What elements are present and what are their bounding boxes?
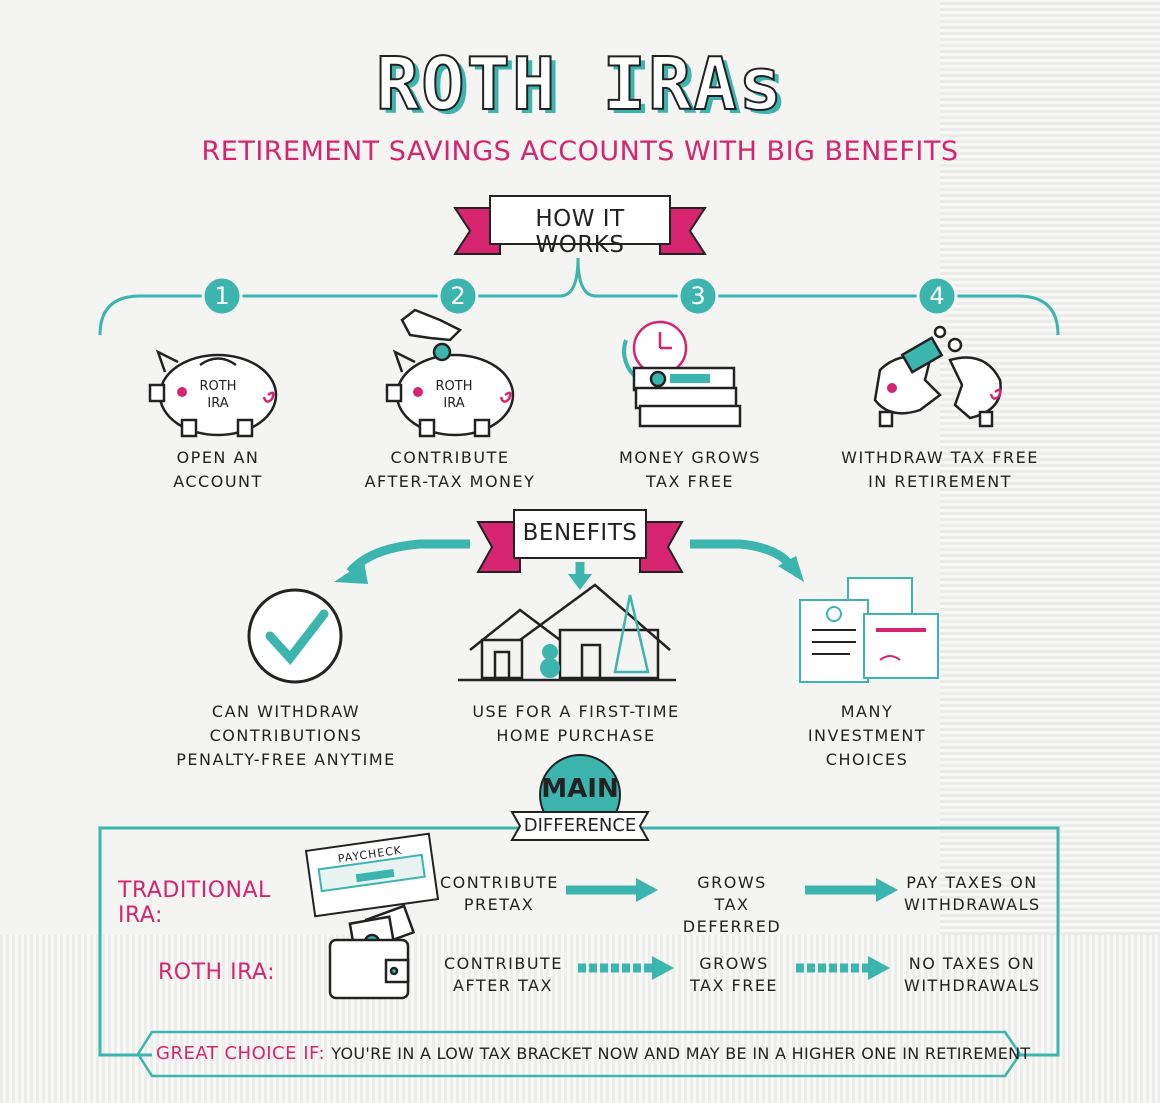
house-icon	[458, 583, 676, 682]
benefit-caption-3: MANY INVESTMENT CHOICES	[780, 700, 954, 772]
step-caption-4: WITHDRAW TAX FREE IN RETIREMENT	[840, 446, 1040, 494]
piggy-2-line1: ROTH	[435, 379, 473, 394]
step-3-line2: TAX FREE	[645, 472, 735, 491]
benefit-arrows	[334, 539, 804, 590]
benefit-3-line1: MANY INVESTMENT	[807, 702, 927, 745]
benefit-2-line2: HOME PURCHASE	[496, 726, 656, 745]
benefits-label: BENEFITS	[522, 520, 638, 546]
roth-step-3: NO TAXES ON WITHDRAWALS	[904, 953, 1040, 997]
step-caption-3: MONEY GROWS TAX FREE	[600, 446, 780, 494]
row-arrows	[566, 878, 898, 980]
traditional-ira-label: TRADITIONAL IRA:	[118, 878, 271, 928]
traditional-step-3-a: PAY TAXES ON	[906, 873, 1038, 892]
roth-step-1: CONTRIBUTE AFTER TAX	[444, 953, 562, 997]
roth-step-2-b: TAX FREE	[689, 976, 779, 995]
how-it-works-label: HOW IT WORKS	[535, 206, 625, 258]
piggy-2-line2: IRA	[443, 396, 465, 411]
wallet-icon	[328, 904, 416, 1000]
roth-step-2: GROWS TAX FREE	[676, 953, 792, 997]
benefits-ribbon	[476, 509, 684, 573]
piggy-2-text: ROTH IRA	[426, 378, 482, 412]
traditional-step-1-a: CONTRIBUTE	[440, 873, 559, 892]
roth-step-1-a: CONTRIBUTE	[444, 954, 563, 973]
roth-step-1-b: AFTER TAX	[453, 976, 553, 995]
benefit-2-line1: USE FOR A FIRST-TIME	[472, 702, 680, 721]
traditional-step-2-a: GROWS	[697, 873, 767, 892]
broken-piggy-icon	[873, 325, 1002, 428]
piggy-1-line2: IRA	[207, 396, 229, 411]
benefit-caption-2: USE FOR A FIRST-TIME HOME PURCHASE	[466, 700, 686, 748]
badge-main-text: MAIN	[541, 774, 619, 804]
traditional-step-3: PAY TAXES ON WITHDRAWALS	[904, 872, 1040, 916]
piggy-bank-icon	[148, 349, 278, 438]
step-2-line1: CONTRIBUTE	[390, 448, 510, 467]
steps-bracket	[98, 257, 1060, 336]
piggy-1-line1: ROTH	[199, 379, 237, 394]
great-choice-line: GREAT CHOICE IF: YOU'RE IN A LOW TAX BRA…	[156, 1043, 1030, 1064]
step-1-line1: OPEN AN	[176, 448, 260, 467]
paycheck-icon	[304, 832, 440, 918]
clock-money-stack-icon	[622, 320, 742, 428]
benefit-3-line2: CHOICES	[825, 750, 909, 769]
step-3-line1: MONEY GROWS	[619, 448, 761, 467]
traditional-step-2: GROWS TAX DEFERRED	[666, 872, 798, 938]
step-2-line2: AFTER-TAX MONEY	[364, 472, 536, 491]
roth-step-3-a: NO TAXES ON	[908, 954, 1036, 973]
roth-step-3-b: WITHDRAWALS	[904, 976, 1041, 995]
hand-coin-piggy-icon	[385, 308, 515, 438]
great-choice-text: YOU'RE IN A LOW TAX BRACKET NOW AND MAY …	[331, 1044, 1031, 1063]
step-number-2: 2	[450, 282, 466, 310]
step-number-4: 4	[929, 282, 945, 310]
napkin-edge-right	[940, 0, 1160, 1103]
great-choice-label: GREAT CHOICE IF:	[156, 1043, 326, 1064]
step-number-1: 1	[214, 282, 230, 310]
traditional-step-2-b: TAX DEFERRED	[682, 895, 782, 936]
roth-ira-label: ROTH IRA:	[158, 960, 276, 985]
difference-box	[98, 826, 1060, 1057]
step-caption-1: OPEN AN ACCOUNT	[138, 446, 298, 494]
step-1-line2: ACCOUNT	[173, 472, 263, 491]
main-difference-badge	[510, 754, 650, 841]
benefit-1-line1: CAN WITHDRAW CONTRIBUTIONS	[209, 702, 363, 745]
traditional-step-3-b: WITHDRAWALS	[904, 895, 1041, 914]
step-4-line2: IN RETIREMENT	[868, 472, 1012, 491]
roth-step-2-a: GROWS	[699, 954, 769, 973]
how-it-works-ribbon	[453, 195, 707, 255]
step-4-line1: WITHDRAW TAX FREE	[841, 448, 1039, 467]
step-number-3: 3	[690, 282, 706, 310]
page-title: ROTH IRAs	[375, 41, 785, 127]
great-choice-banner	[136, 1030, 1022, 1078]
page-subtitle: RETIREMENT SAVINGS ACCOUNTS WITH BIG BEN…	[201, 136, 959, 167]
napkin-background	[0, 0, 940, 935]
traditional-step-1: CONTRIBUTE PRETAX	[440, 872, 558, 916]
certificates-icon	[799, 577, 939, 683]
piggy-1-text: ROTH IRA	[190, 378, 246, 412]
benefit-1-line2: PENALTY-FREE ANYTIME	[176, 750, 396, 769]
step-caption-2: CONTRIBUTE AFTER-TAX MONEY	[350, 446, 550, 494]
benefit-caption-1: CAN WITHDRAW CONTRIBUTIONS PENALTY-FREE …	[150, 700, 422, 772]
badge-difference-text: DIFFERENCE	[523, 815, 637, 836]
checkmark-icon	[247, 588, 343, 684]
traditional-step-1-b: PRETAX	[463, 895, 535, 914]
step-circles	[201, 275, 958, 317]
